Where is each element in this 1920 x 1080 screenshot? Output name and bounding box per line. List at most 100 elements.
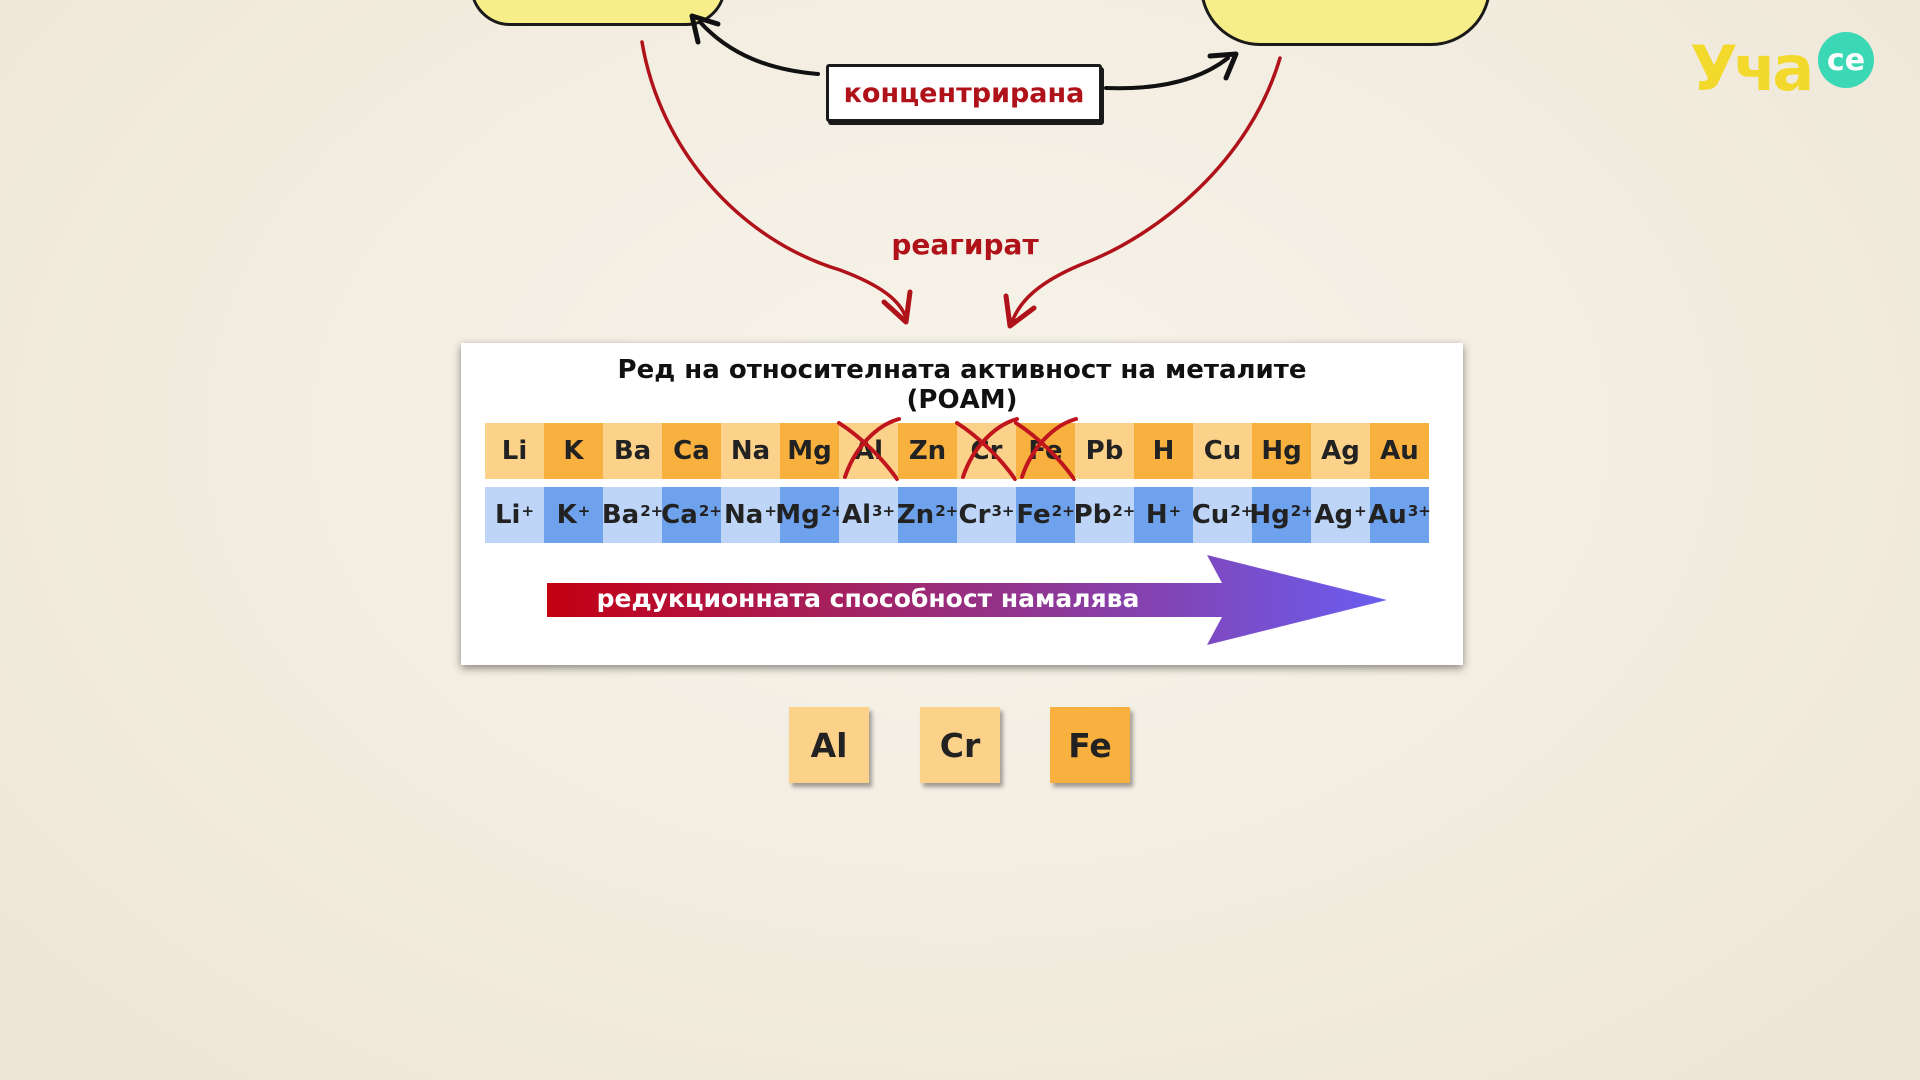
tile-cr[interactable]: Cr — [920, 707, 1000, 783]
metal-cell-ba: Ba — [603, 423, 662, 479]
tile-fe[interactable]: Fe — [1050, 707, 1130, 783]
metal-symbol: Hg — [1261, 436, 1302, 466]
metal-cell-k: K — [544, 423, 603, 479]
ion-cell-ag: Ag+ — [1311, 487, 1370, 543]
ion-charge: + — [1354, 502, 1367, 520]
black-arrow-right — [1104, 56, 1230, 91]
metal-cell-pb: Pb — [1075, 423, 1134, 479]
ion-charge: 2+ — [1112, 502, 1136, 520]
ion-symbol: Fe — [1016, 500, 1051, 530]
metals-row: Li K Ba Ca Na Mg Al Zn Cr Fe Pb H Cu Hg Ag Au — [485, 417, 1429, 481]
ion-symbol: H — [1145, 500, 1168, 530]
ion-symbol: Pb — [1073, 500, 1112, 530]
ion-cell-li: Li+ — [485, 487, 544, 543]
metal-symbol: Pb — [1085, 436, 1124, 466]
black-arrow-left — [698, 20, 820, 76]
ion-charge: 2+ — [698, 502, 722, 520]
ion-charge: + — [577, 502, 591, 520]
ion-symbol: Cu — [1191, 500, 1230, 530]
metal-cell-ca: Ca — [662, 423, 721, 479]
metal-symbol: Mg — [787, 436, 832, 466]
concentrated-label: концентрирана — [826, 64, 1102, 122]
ion-cell-na: Na+ — [721, 487, 780, 543]
ion-symbol: Ca — [661, 500, 698, 530]
ion-charge: 2+ — [1051, 502, 1075, 520]
ion-charge: + — [764, 502, 777, 520]
metal-symbol: Al — [853, 436, 884, 466]
ion-symbol: Au — [1368, 500, 1407, 530]
metal-symbol: Zn — [908, 436, 947, 466]
panel-title-line2: (РОАМ) — [906, 385, 1018, 415]
right-formula-bubble — [1200, 0, 1491, 46]
ion-charge: 2+ — [820, 502, 844, 520]
ion-charge: + — [1168, 502, 1182, 520]
ion-symbol: K — [556, 500, 577, 530]
ion-charge: 2+ — [640, 502, 664, 520]
panel-title-line1: Ред на относителната активност на метали… — [617, 355, 1307, 385]
metal-symbol: H — [1152, 436, 1175, 466]
ion-symbol: Li — [494, 500, 521, 530]
metal-cell-cr: Cr — [955, 417, 1019, 481]
reduction-arrow — [547, 555, 1387, 645]
ion-cell-k: K+ — [544, 487, 603, 543]
ion-charge: 3+ — [1407, 502, 1431, 520]
metal-symbol: Ag — [1321, 436, 1360, 466]
tile-al[interactable]: Al — [789, 707, 869, 783]
metal-cell-hg: Hg — [1252, 423, 1311, 479]
react-label: реагират — [891, 228, 1039, 261]
red-arrow-left-head — [881, 289, 913, 325]
ion-charge: 2+ — [1290, 502, 1314, 520]
metal-symbol: Fe — [1028, 436, 1063, 466]
metal-cell-ag: Ag — [1311, 423, 1370, 479]
ion-symbol: Zn — [896, 500, 935, 530]
logo-badge: се — [1818, 32, 1874, 88]
ion-cell-h: H+ — [1134, 487, 1193, 543]
metal-cell-au: Au — [1370, 423, 1429, 479]
ion-charge: 2+ — [1230, 502, 1254, 520]
reduction-label: редукционната способност намалява — [596, 584, 1140, 613]
metal-cell-cu: Cu — [1193, 423, 1252, 479]
metal-cell-al: Al — [837, 417, 901, 481]
ion-charge: 3+ — [872, 502, 896, 520]
ucha-se-logo[interactable]: Уча се — [1690, 28, 1890, 108]
ion-symbol: Mg — [775, 500, 820, 530]
metal-symbol: Ba — [613, 436, 652, 466]
metal-symbol: K — [563, 436, 584, 466]
metal-symbol: Cu — [1203, 436, 1242, 466]
red-arrow-right-head — [1003, 293, 1037, 329]
metal-symbol: Cr — [970, 436, 1003, 466]
ion-symbol: Al — [841, 500, 872, 530]
activity-series-panel: Ред на относителната активност на метали… — [461, 343, 1463, 665]
ion-symbol: Ag — [1314, 500, 1354, 530]
black-arrow-right-head — [1207, 51, 1239, 81]
ion-symbol: Na — [724, 500, 764, 530]
metal-cell-zn: Zn — [898, 423, 957, 479]
metal-cell-fe: Fe — [1014, 417, 1078, 481]
ion-charge: + — [521, 502, 535, 520]
metal-cell-mg: Mg — [780, 423, 839, 479]
logo-text: Уча — [1690, 32, 1814, 105]
metal-cell-na: Na — [721, 423, 780, 479]
metal-cell-li: Li — [485, 423, 544, 479]
metal-symbol: Au — [1380, 436, 1419, 466]
ion-symbol: Ba — [601, 500, 640, 530]
metal-cell-h: H — [1134, 423, 1193, 479]
ion-symbol: Cr — [958, 500, 991, 530]
metal-symbol: Na — [730, 436, 771, 466]
ion-symbol: Hg — [1249, 500, 1290, 530]
left-formula-bubble — [470, 0, 726, 26]
metal-symbol: Ca — [673, 436, 710, 466]
ion-charge: 2+ — [935, 502, 959, 520]
panel-title: Ред на относителната активност на метали… — [461, 355, 1463, 415]
ion-charge: 3+ — [991, 502, 1015, 520]
